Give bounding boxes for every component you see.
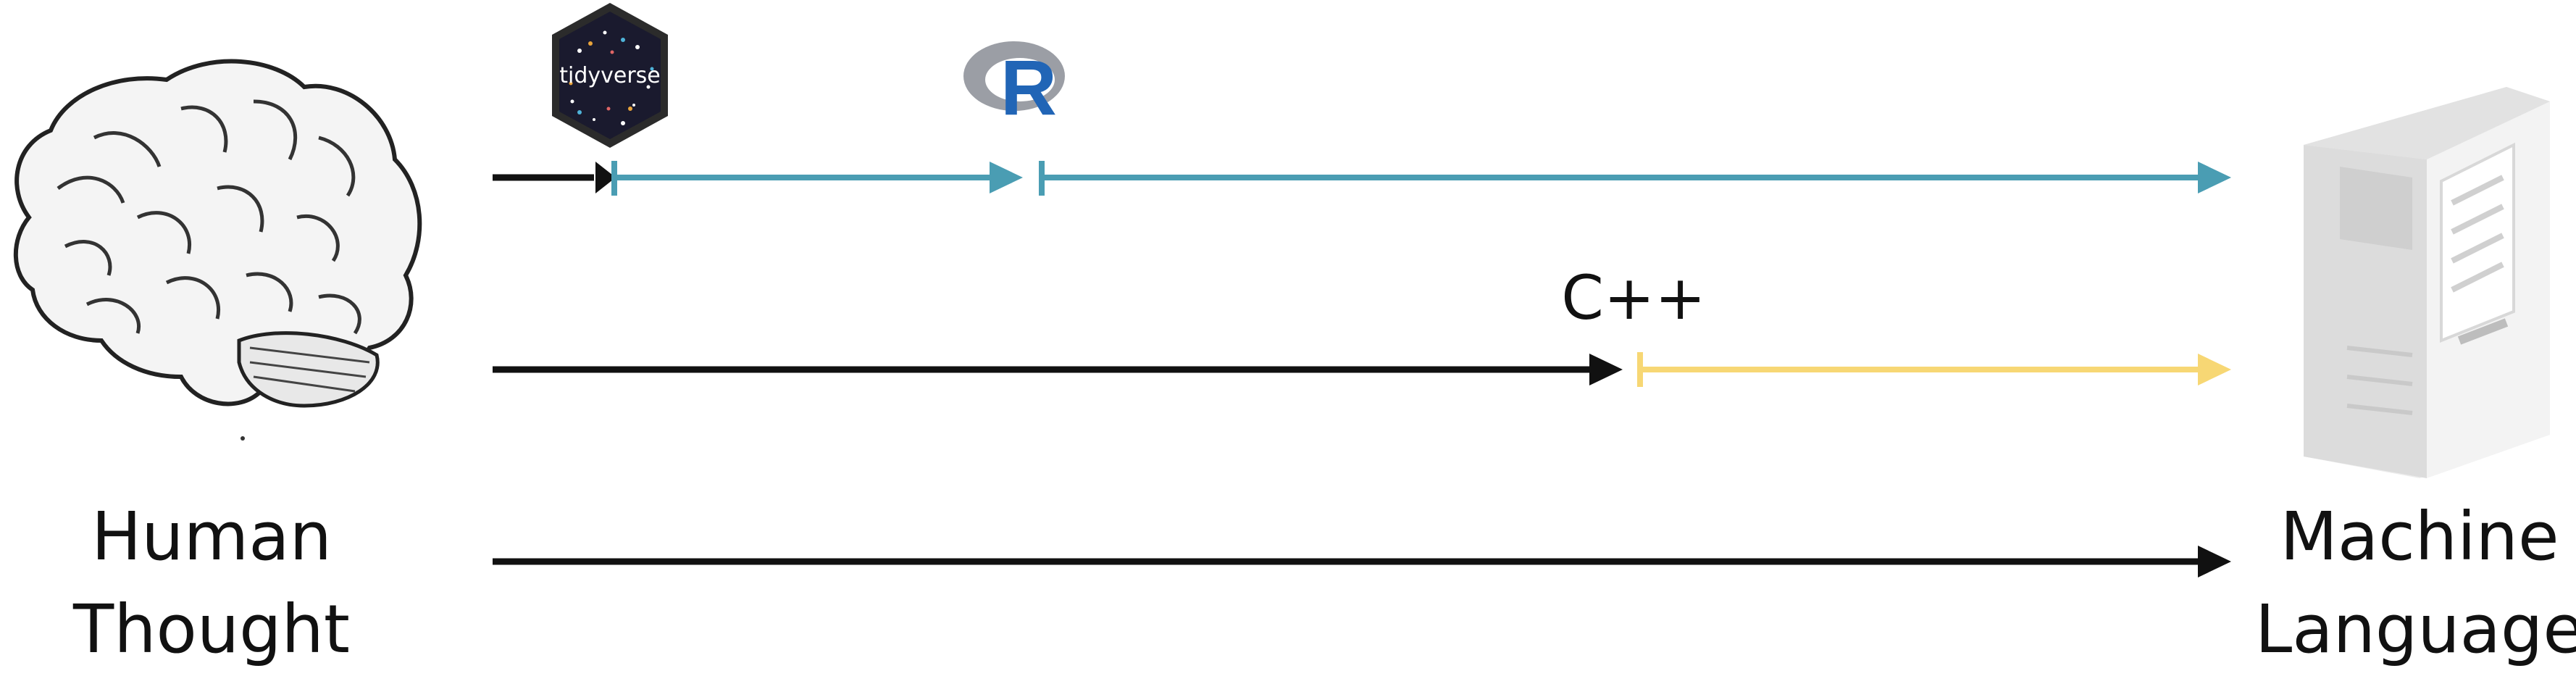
teal-arrowhead-to-machine [2198,162,2231,193]
black-arrowhead-row1 [595,162,616,193]
r-language-logo: R [963,41,1065,131]
left-label-line1: Human [91,498,332,575]
right-label-line1: Machine [2280,498,2559,575]
r-logo-text: R [1000,43,1057,131]
tidyverse-hex-logo: tidyverse [552,3,668,148]
computer-tower-icon [2304,87,2550,478]
right-label-line2: Language [2255,591,2576,668]
teal-arrowhead-to-r [990,162,1023,193]
black-arrowhead-row2 [1589,354,1623,385]
yellow-arrowhead-to-machine [2198,354,2231,385]
brain-icon [13,59,422,441]
black-arrowhead-row3 [2198,546,2231,577]
tidyverse-logo-text: tidyverse [559,63,661,88]
cpp-label: C++ [1561,262,1705,333]
left-label-line2: Thought [72,591,350,668]
